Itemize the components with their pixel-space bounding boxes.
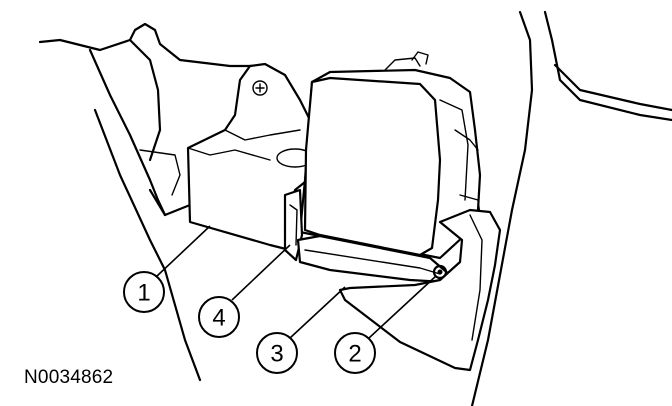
callout-label-3: 3 — [270, 341, 283, 368]
figure-id-label: N0034862 — [24, 367, 114, 388]
leader-line-1 — [156, 225, 211, 277]
callout-label-4: 4 — [212, 305, 225, 332]
leader-line-2 — [368, 275, 437, 339]
leader-line-3 — [289, 286, 346, 339]
callout-label-1: 1 — [137, 280, 150, 307]
control-module — [298, 51, 482, 260]
callout-1: 1 — [123, 271, 165, 313]
callout-3: 3 — [256, 332, 298, 374]
door-pillar — [470, 10, 672, 406]
dashboard-panel — [38, 22, 264, 382]
leader-line-4 — [231, 244, 291, 301]
callout-4: 4 — [198, 296, 240, 338]
callout-label-2: 2 — [348, 341, 361, 368]
callout-2: 2 — [334, 332, 376, 374]
